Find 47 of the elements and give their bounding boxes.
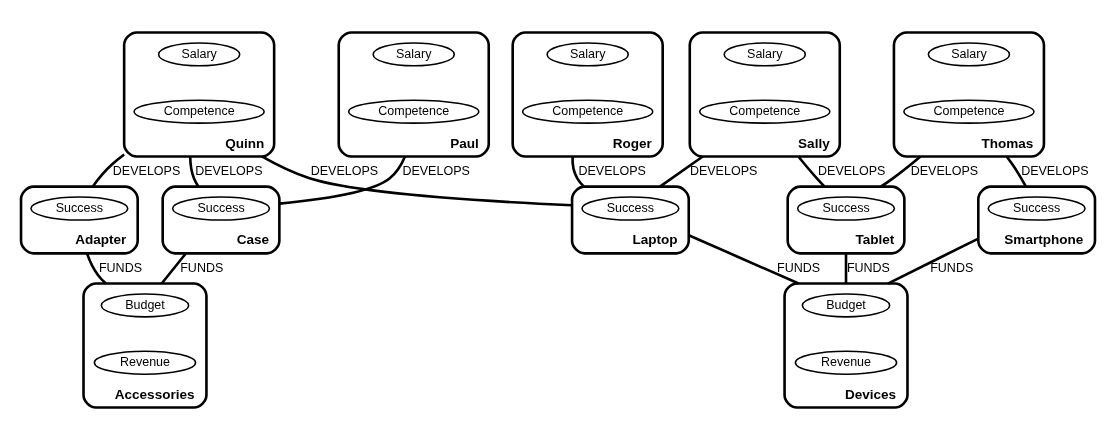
connector (91, 153, 125, 187)
connector (279, 155, 407, 205)
edge-label: DEVELOPS (910, 163, 979, 178)
edge-label: DEVELOPS (818, 163, 886, 178)
node-ellipse: Salary (927, 41, 1011, 67)
edge-label: DEVELOPS (1021, 163, 1089, 178)
edge-label: FUNDS (846, 260, 890, 275)
node-ellipse: Success (30, 195, 129, 221)
node-ellipse: Salary (372, 41, 456, 67)
edge-label: DEVELOPS (310, 163, 379, 178)
edge-label: FUNDS (930, 260, 974, 275)
node-ellipse: Success (581, 195, 680, 221)
node-ellipse: Success (171, 195, 271, 221)
connector (85, 252, 107, 284)
connector (261, 154, 573, 207)
node-ellipse: Competence (699, 98, 831, 124)
node-ellipse: Competence (903, 98, 1035, 124)
connector (797, 155, 826, 188)
node-ellipse: Salary (157, 41, 241, 67)
node-ellipse: Competence (521, 98, 654, 124)
connector (880, 154, 922, 188)
node-ellipse: Success (796, 195, 896, 221)
connector (844, 252, 848, 284)
connector (887, 236, 979, 285)
node-ellipse: Competence (347, 98, 480, 124)
edge-label: FUNDS (180, 260, 224, 275)
edge-label: DEVELOPS (195, 163, 263, 178)
connector (571, 155, 585, 188)
edge-label: DEVELOPS (112, 163, 181, 178)
node-ellipse: Salary (546, 41, 629, 67)
node-ellipse: Revenue (93, 349, 197, 375)
connector (160, 252, 187, 284)
connector (188, 155, 200, 187)
node-ellipse: Success (987, 195, 1086, 221)
edge-label: FUNDS (777, 260, 821, 275)
edge-label: FUNDS (98, 260, 143, 275)
node-ellipse: Budget (100, 292, 190, 318)
edge-label: DEVELOPS (689, 163, 758, 178)
edge-label: DEVELOPS (402, 163, 470, 178)
node-ellipse: Competence (133, 98, 265, 124)
edge-label: DEVELOPS (578, 163, 646, 178)
connector (659, 154, 704, 188)
connector (1005, 155, 1028, 187)
node-ellipse: Revenue (794, 349, 898, 375)
connector (688, 233, 800, 285)
node-ellipse: Budget (801, 292, 891, 318)
node-ellipse: Salary (723, 41, 807, 67)
